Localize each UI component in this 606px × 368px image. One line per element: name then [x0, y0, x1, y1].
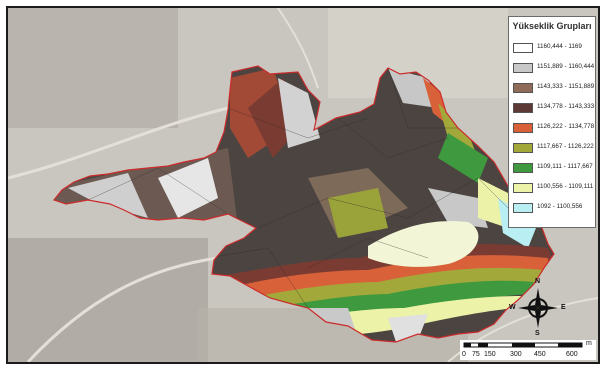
map-frame: Yükseklik Grupları 1160,444 - 1169 1151,…	[6, 6, 600, 364]
scale-tick-label: 75	[472, 351, 480, 358]
study-area-boundary[interactable]	[52, 65, 555, 343]
legend-label: 1126,222 - 1134,778	[537, 123, 595, 130]
legend-item-7: 1109,111 - 1117,667	[513, 161, 595, 175]
urban-area-bottomleft	[8, 238, 208, 362]
scale-bar-graphic	[463, 342, 583, 348]
legend-label: 1143,333 - 1151,889	[537, 83, 595, 90]
compass-north-label: N	[535, 278, 541, 285]
scale-tick-label: 600	[566, 351, 578, 358]
scale-tick-label: 0	[462, 351, 466, 358]
legend-swatch	[513, 83, 533, 93]
scale-tick-label: 150	[484, 351, 496, 358]
legend-label: 1109,111 - 1117,667	[537, 163, 593, 170]
legend-swatch	[513, 123, 533, 133]
legend-swatch	[513, 143, 533, 153]
legend-title: Yükseklik Grupları	[512, 21, 592, 31]
legend-swatch	[513, 163, 533, 173]
north-arrow: N S E W	[508, 278, 568, 338]
scale-bar: 0 75 150 300 450 600 m	[460, 340, 596, 360]
legend-item-2: 1151,889 - 1160,444	[513, 61, 595, 75]
road-2	[26, 256, 219, 362]
map-canvas[interactable]	[8, 8, 598, 362]
road-3	[277, 8, 319, 89]
compass-east-label: E	[561, 304, 566, 311]
legend-item-4: 1134,778 - 1143,333	[513, 101, 595, 115]
scale-unit-label: m	[586, 340, 592, 347]
compass-west-label: W	[509, 304, 516, 311]
scale-tick-label: 450	[534, 351, 546, 358]
legend-label: 1160,444 - 1169	[537, 43, 582, 50]
urban-area-topleft	[8, 8, 178, 128]
legend-item-5: 1126,222 - 1134,778	[513, 121, 595, 135]
band-1092	[368, 221, 479, 267]
zone-1151-left-facets	[68, 173, 148, 218]
elevation-legend: Yükseklik Grupları 1160,444 - 1169 1151,…	[508, 16, 596, 228]
legend-item-1: 1160,444 - 1169	[513, 41, 595, 55]
legend-label: 1117,667 - 1126,222	[537, 143, 594, 150]
tin-facet-lines	[87, 67, 529, 309]
legend-item-3: 1143,333 - 1151,889	[513, 81, 595, 95]
legend-item-8: 1100,556 - 1109,111	[513, 181, 595, 195]
legend-item-9: 1092 - 1100,556	[513, 201, 595, 215]
legend-swatch	[513, 183, 533, 193]
legend-swatch	[513, 203, 533, 213]
legend-swatch	[513, 63, 533, 73]
zone-1117-ne-lobe	[438, 103, 478, 158]
legend-label: 1092 - 1100,556	[537, 203, 583, 210]
legend-label: 1151,889 - 1160,444	[537, 63, 595, 70]
legend-label: 1134,778 - 1143,333	[537, 103, 595, 110]
legend-swatch	[513, 103, 533, 113]
legend-item-6: 1117,667 - 1126,222	[513, 141, 595, 155]
zone-1109-east	[438, 133, 488, 183]
legend-swatch	[513, 43, 533, 53]
compass-south-label: S	[535, 330, 540, 337]
road-1	[8, 106, 229, 180]
legend-label: 1100,556 - 1109,111	[537, 183, 594, 190]
zone-1117-center	[328, 188, 388, 238]
scale-tick-label: 300	[510, 351, 522, 358]
compass-rose-icon	[518, 288, 558, 328]
